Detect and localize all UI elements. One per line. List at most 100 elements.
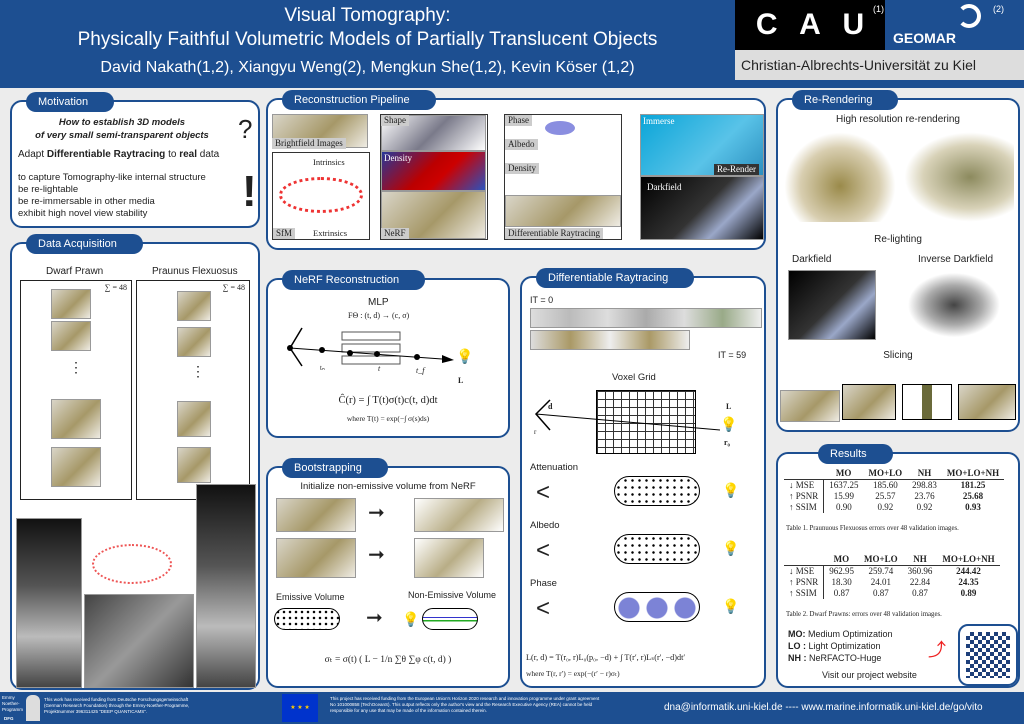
cell: 15.99 [833,491,855,501]
hires-render-2 [904,132,1014,222]
iteration-start-label: IT = 0 [530,295,554,305]
image-count: ∑ = 48 [222,283,245,292]
title-line-2: Physically Faithful Volumetric Models of… [77,29,658,50]
non-emissive-render [414,498,504,532]
transmittance-equation: where T(r, r′) = exp(−(r′ − r)σₜ) [526,669,620,678]
transmittance-equation: where T(t) = exp(−∫ σ(s)ds) [346,414,430,423]
col-header: MO+LO+NH [946,468,1000,478]
iteration-renders-row-2 [530,330,690,350]
attenuation-cylinder [614,476,700,506]
specimen-image [177,327,211,357]
darkfield-image [640,176,764,240]
ray-diagram [287,327,454,367]
contact-links[interactable]: dna@informatik.uni-kiel.de ---- www.mari… [664,702,983,713]
cell: 0.87 [872,588,889,598]
cell: 185.60 [872,480,898,490]
specimen-image [51,321,91,351]
abbreviation-legend: MO: Medium Optimization LO : Light Optim… [788,628,893,664]
cell: 25.68 [962,491,984,501]
tn-label: tₙ [320,364,325,372]
slicing-label: Slicing [883,350,913,361]
cell: 24.35 [958,577,979,587]
column-label-praunus: Praunus Flexuosus [152,266,238,277]
voxel-grid-label: Voxel Grid [612,372,656,383]
phase-label: Phase [530,578,557,589]
cell: 259.74 [868,566,894,576]
cell: 24.01 [870,577,891,587]
voxel-grid [596,390,696,454]
column-label-dwarf-prawn: Dwarf Prawn [46,266,104,277]
camera-icon: < [536,537,551,564]
darkfield-label: Darkfield [792,254,832,265]
logo-letter: C [755,8,778,41]
panel-title: Reconstruction Pipeline [282,90,436,110]
hires-render-1 [784,132,896,222]
text: Adapt [18,149,47,160]
poster-footer: Emmy Noether-Programm DFG This work has … [0,692,1024,724]
col-header: MO+LO [864,554,898,564]
arrow-icon: ➞ [368,502,385,524]
emissive-volume-cylinder [274,608,340,630]
rendering-equation: Ĉ(r) = ∫ T(t)σ(t)c(t, d)dt [338,395,438,406]
cell: 22.84 [909,577,931,587]
text: to [165,149,180,160]
inverse-darkfield-label: Inverse Darkfield [918,254,994,265]
camera-poses-ring [279,177,363,213]
image-count: ∑ = 48 [104,283,127,292]
dwarf-prawn-setup-photo [16,518,82,688]
emmy-noether-logo: Emmy Noether-Programm [2,695,24,712]
specimen-image [51,447,101,487]
specimen-image [177,291,211,321]
phase-lobe [545,121,575,135]
title-line-1: Visual Tomography: [284,5,451,26]
mlp-label: MLP [368,297,389,308]
darkfield-render [788,270,876,340]
legend-value: NeRFACTO-Huge [809,653,882,663]
light-label: L [458,376,464,385]
cell: ↑ SSIM [784,588,825,599]
cell: 181.25 [960,480,986,490]
nerf-render [276,538,356,578]
project-qr-code[interactable] [958,624,1018,686]
motivation-panel: Motivation How to establish 3D models of… [10,92,260,228]
bootstrap-subtitle: Initialize non-emissive volume from NeRF [300,481,476,492]
cell: 298.83 [912,480,937,490]
density-label: Density [505,163,539,174]
col-header: NH [917,468,932,478]
sfm-box: Intrinsics SfM Extrinsics [272,152,370,240]
col-header: NH [913,554,927,564]
non-emissive-render [414,538,484,578]
table-1-caption: Table 1. Praunuous Flexuosus errors over… [786,525,959,532]
dfg-logo: DFG [4,716,14,721]
phase-cylinder [614,592,700,622]
nerf-box: Shape Density NeRF [380,114,488,240]
cell: ↑ PSNR [784,491,825,502]
r0-label: r₀ [724,438,730,447]
qr-code-icon [966,632,1010,678]
nerf-reconstruction-panel: NeRF Reconstruction MLP FΘ : (t, d) → (c… [266,270,510,438]
cell: 0.92 [916,502,933,512]
specimen-image [51,399,101,439]
inverse-darkfield-render [904,270,1004,340]
cau-superscript: (1) [873,4,884,14]
slice-source [780,390,840,422]
camera-icon: < [536,479,551,506]
red-arrow-icon: ⤴ [928,640,946,660]
diffrt-renders [505,195,621,227]
camera-icon: < [536,595,551,622]
text: Differentiable Raytracing [46,149,166,160]
logo-letter: A [799,8,821,41]
light-label: L [726,402,732,411]
goal-item: be re-lightable [18,184,79,195]
dfg-funding-text: This work has received funding from Deut… [44,697,190,714]
tf-label: t_f [416,366,425,375]
re-rendering-panel: Re-Rendering High resolution re-renderin… [776,90,1020,432]
slice-2 [902,384,952,420]
question-line-1: How to establish 3D models [58,117,186,128]
immerse-label: Immerse [643,116,675,126]
panel-title: Re-Rendering [792,90,899,110]
ellipsis: ⋮ [191,363,205,379]
adapt-statement: Adapt Differentiable Raytracing to real … [18,148,219,161]
